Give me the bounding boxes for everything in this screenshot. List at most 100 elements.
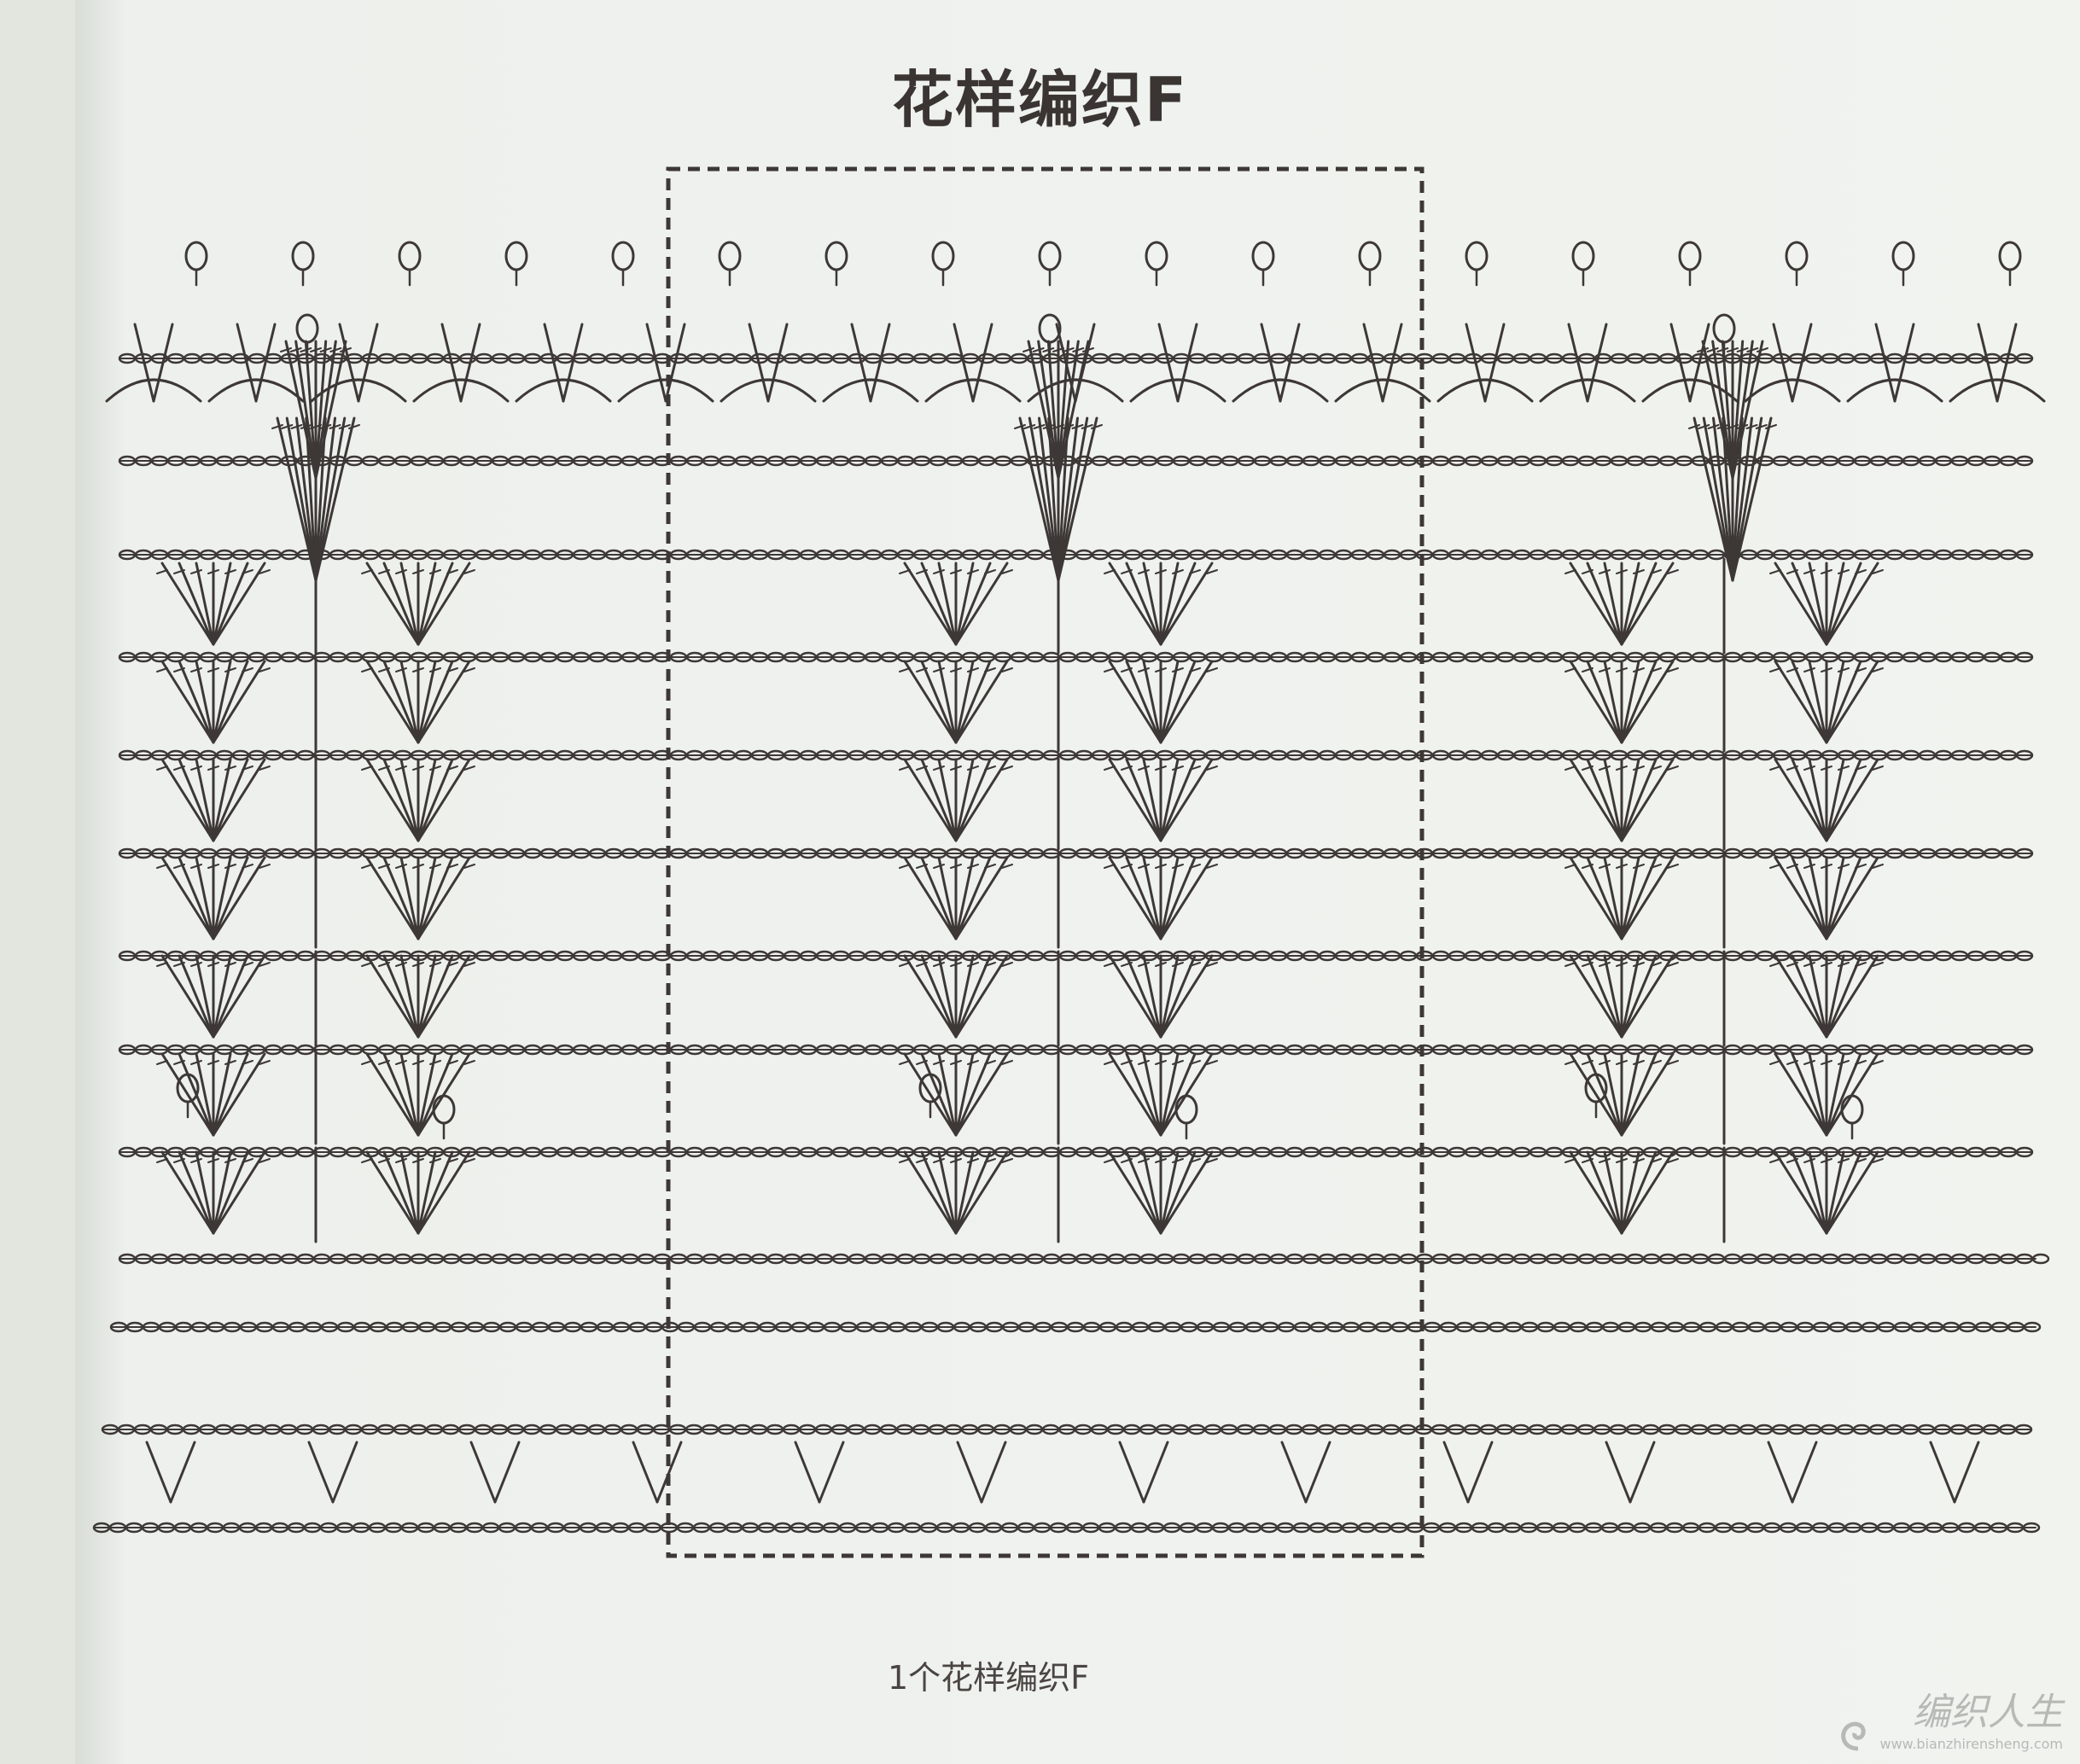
shell-fan (903, 954, 958, 1039)
picot-icon (432, 1094, 456, 1125)
shell-fan (937, 758, 958, 842)
stitch-tick (1633, 667, 1645, 672)
stitch-tick (1104, 569, 1116, 574)
shell-fan (1159, 758, 1197, 842)
shell-fan (417, 1150, 454, 1235)
shell-fan (417, 1150, 437, 1235)
v-stitch (1381, 323, 1403, 403)
shell-fan (954, 1150, 1009, 1235)
shell-fan (1142, 856, 1162, 940)
v-stitch (664, 323, 686, 403)
shell-fan (954, 856, 992, 940)
stitch-tick (310, 347, 322, 352)
stitch-tick (1650, 569, 1662, 574)
shell-fan (1569, 954, 1623, 1039)
shell-fan (954, 1052, 992, 1137)
stitch-tick (1803, 766, 1815, 771)
stitch-tick (1172, 1158, 1184, 1163)
picot-icon (824, 241, 848, 271)
stitch-tick (1091, 424, 1103, 429)
shell-fan (1603, 856, 1623, 940)
shell-fan (417, 758, 437, 842)
picot-icon (184, 241, 208, 271)
shell-fan (1808, 1052, 1828, 1137)
stitch-tick (207, 569, 219, 574)
stitch-tick (1650, 766, 1662, 771)
shell-fan (382, 1150, 420, 1235)
shell-fan (1620, 660, 1640, 744)
shell-fan (954, 758, 975, 842)
v-stitch (133, 323, 155, 403)
stitch-tick (378, 864, 390, 869)
stitch-tick (207, 667, 219, 672)
stitch-tick (1121, 1158, 1133, 1163)
stitch-tick (156, 962, 168, 967)
shell-fan (1125, 660, 1162, 744)
shell-fan (399, 1052, 420, 1137)
pineapple-fan (1018, 416, 1060, 582)
stitch-tick (1001, 667, 1013, 672)
v-stitch (1996, 323, 2018, 403)
shell-fan (212, 758, 266, 842)
shell-fan (1620, 562, 1640, 646)
pineapple-fan (1702, 416, 1734, 582)
shell-fan (1603, 1052, 1623, 1137)
stitch-tick (1855, 1158, 1867, 1163)
stitch-tick (1564, 569, 1576, 574)
shell-fan (954, 660, 975, 744)
v-stitch (1977, 323, 1999, 403)
pineapple-fan (314, 340, 347, 480)
stitch-tick (1564, 667, 1576, 672)
picot-icon (1358, 241, 1382, 271)
shell-fan (954, 562, 975, 646)
stitch-tick (361, 1158, 373, 1163)
stitch-tick (1023, 347, 1034, 352)
stitch-tick (950, 667, 962, 672)
shell-fan (954, 954, 1009, 1039)
shell-fan (1620, 660, 1675, 744)
shell-fan (212, 562, 266, 646)
shell-fan (178, 758, 215, 842)
shell-fan (954, 856, 975, 940)
stitch-tick (1121, 766, 1133, 771)
stitch-tick (1599, 667, 1611, 672)
stitch-tick (1564, 864, 1576, 869)
stitch-tick (1616, 1158, 1628, 1163)
v-stitch (1465, 323, 1487, 403)
stitch-tick (1582, 766, 1594, 771)
shell-fan (954, 1150, 975, 1235)
shell-fan (1142, 758, 1162, 842)
shell-fan (1159, 660, 1180, 744)
stitch-tick (242, 766, 253, 771)
shell-fan (1603, 660, 1623, 744)
stitch-grid (92, 241, 2050, 1534)
shell-fan (1159, 660, 1197, 744)
shell-fan (417, 562, 471, 646)
stitch-tick (1001, 569, 1013, 574)
shell-fan (417, 562, 454, 646)
stitch-tick (1650, 864, 1662, 869)
v-stitch (236, 323, 258, 403)
stitch-tick (1599, 1060, 1611, 1065)
stitch-tick (1736, 347, 1749, 352)
stitch-tick (933, 864, 945, 869)
shell-fan (1791, 758, 1828, 842)
stitch-tick (1650, 1060, 1662, 1065)
stitch-tick (1803, 569, 1815, 574)
picot-icon (291, 241, 315, 271)
pineapple-fan (285, 416, 318, 582)
arc-stitch (515, 378, 612, 403)
shell-fan (1791, 1052, 1828, 1137)
stitch-tick (1121, 864, 1133, 869)
stitch-tick (1001, 1158, 1013, 1163)
stitch-tick (259, 962, 271, 967)
v-stitch (956, 1441, 983, 1504)
v-stitch (1628, 1441, 1656, 1504)
v-stitch (1157, 323, 1180, 403)
stitch-tick (1155, 667, 1167, 672)
stitch-tick (173, 864, 185, 869)
shell-fan (212, 660, 266, 744)
stitch-tick (933, 569, 945, 574)
watermark-name: 编织人生 (1913, 1691, 2063, 1734)
